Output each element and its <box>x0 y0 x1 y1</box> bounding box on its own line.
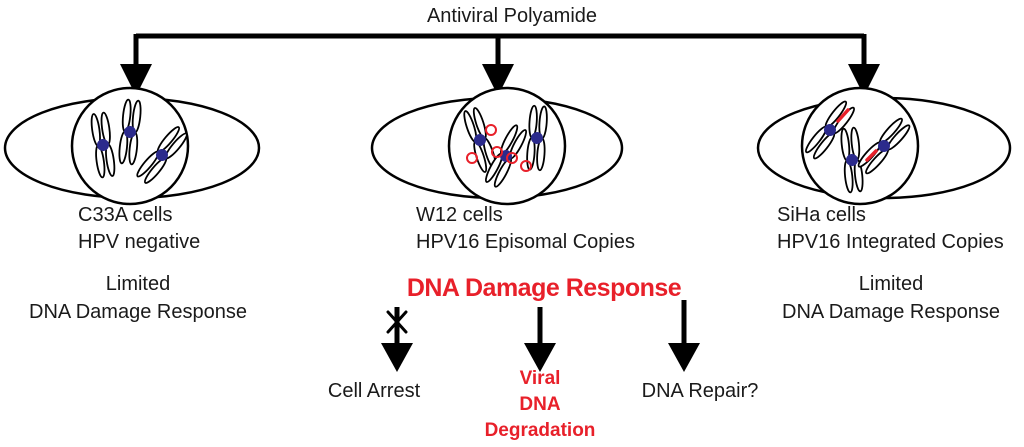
outcome-cell-arrest: Cell Arrest <box>328 380 421 402</box>
cell-status-c33a: HPV negative <box>78 231 200 253</box>
chromosome <box>840 126 864 194</box>
integrated-dna-icon <box>836 108 850 123</box>
arrow-head-cell-arrest <box>381 343 413 372</box>
cell-name-w12: W12 cells <box>416 204 503 226</box>
outcome-viral-line1: Viral <box>520 368 561 389</box>
response-siha-line1: Limited <box>859 273 923 295</box>
ddr-connector <box>394 300 687 345</box>
cell-name-c33a: C33A cells <box>78 204 173 226</box>
outcome-viral-line2: DNA <box>519 394 560 415</box>
arrow-head-dna-repair <box>668 343 700 372</box>
response-c33a-line1: Limited <box>106 273 170 295</box>
arrow-head-left <box>120 64 152 96</box>
response-c33a-line2: DNA Damage Response <box>29 301 247 323</box>
episome-icon <box>466 152 478 164</box>
episome-icon <box>506 152 518 164</box>
cell-status-siha: HPV16 Integrated Copies <box>777 231 1004 253</box>
response-siha-line2: DNA Damage Response <box>782 301 1000 323</box>
arrow-head-middle <box>482 64 514 96</box>
top-connector <box>133 33 867 66</box>
chromosome <box>136 126 188 184</box>
episome-icon <box>520 160 532 172</box>
cell-siha <box>756 86 1012 206</box>
outcome-dna-repair: DNA Repair? <box>642 380 759 402</box>
chromosome <box>485 124 527 188</box>
chromosome <box>805 100 855 160</box>
diagram-title: Antiviral Polyamide <box>427 5 597 27</box>
cell-status-w12: HPV16 Episomal Copies <box>416 231 635 253</box>
arrow-head-right <box>848 64 880 96</box>
blocked-x-icon <box>386 310 408 334</box>
cell-name-siha: SiHa cells <box>777 204 866 226</box>
chromosome <box>118 98 142 166</box>
cell-c33a <box>3 86 261 206</box>
arrow-head-viral-degradation <box>524 343 556 372</box>
chromosome <box>463 107 497 173</box>
ddr-label: DNA Damage Response <box>407 274 682 302</box>
episome-icon <box>485 124 497 136</box>
episome-icon <box>491 146 503 158</box>
integrated-dna-icon <box>865 149 878 162</box>
outcome-viral-line3: Degradation <box>485 420 596 441</box>
cell-w12 <box>370 86 624 206</box>
chromosome <box>90 111 116 179</box>
